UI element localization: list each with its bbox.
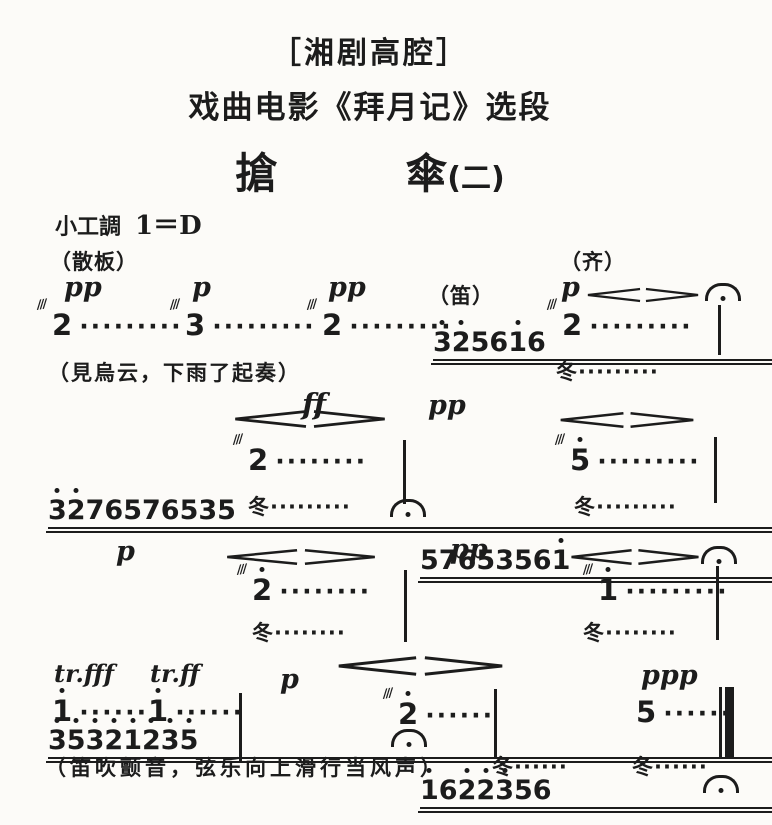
bar-line [403,440,406,504]
note-sustain: /// 2········· [546,296,693,342]
duration-dots: ········ [275,447,368,476]
note-sustain: /// 2······ [382,685,495,731]
drum-syllable: 冬········· [248,495,351,519]
piece-title-char-1: 搶 [235,149,278,198]
note-number: 2 [322,308,343,342]
drum-syllable: 冬········· [574,495,677,519]
duration-dots: ········· [212,312,316,341]
tempo-label-sanban: （散板） [50,250,138,274]
duration-dots: ······ [175,698,245,727]
fermata-icon [701,546,737,564]
note-sustain: /// 2········· [36,296,183,342]
ensemble-label-qi: （齐） [560,250,626,274]
dynamic-p: p [280,664,299,695]
duration-dots: ······ [425,701,495,730]
tremolo-mark: /// [231,431,243,447]
note-number: 2 [398,697,419,731]
final-bar-thick [725,687,734,759]
fermata-icon [703,775,739,793]
trill-label: tr.fff [54,659,115,688]
tremolo-mark: /// [305,296,317,312]
note-run: 35321235 [46,727,772,763]
dynamic-pp: pp [450,534,488,565]
note-run: 57653561 [418,547,772,583]
final-bar-line [719,687,734,759]
duration-dots: ········· [597,447,701,476]
drum-syllable: 冬········ [252,621,346,645]
bar-line [404,570,407,642]
flute-label: （笛） [428,284,494,308]
note-number: 2 [252,573,273,607]
note-sustain: 1······ [52,697,148,726]
tremolo-mark: /// [581,561,593,577]
genre-label: ［湘剧高腔］ [271,36,469,71]
piece-title: 搶 傘(二) [0,140,740,201]
piece-title-number: (二) [447,161,505,196]
note-run: 325616 [431,329,772,365]
note-number: 3 [185,308,206,342]
note-number: 1 [52,694,73,728]
tremolo-mark: /// [553,431,565,447]
note-sustain: /// 2········ [236,561,372,607]
note-number: 2 [248,443,269,477]
crescendo-decrescendo-hairpin [571,549,699,565]
drum-syllable: 冬······ [492,755,568,779]
performance-caption: （笛吹颤音，弦乐向上滑行当风声） [45,756,445,780]
duration-dots: ········ [279,577,372,606]
tremolo-mark: /// [381,685,393,701]
tremolo-mark: /// [168,296,180,312]
tremolo-mark: /// [545,296,557,312]
key-value: 1＝D [135,211,202,241]
note-number: 1 [148,694,169,728]
note-sustain: /// 5········· [554,431,701,477]
note-number: 2 [562,308,583,342]
note-sustain: 5······ [636,698,732,727]
note-number: 5 [570,443,591,477]
duration-dots: ········· [625,577,729,606]
trill-label: tr.ff [150,659,200,688]
note-number: 2 [52,308,73,342]
duration-dots: ········· [589,312,693,341]
piece-title-char-2: 傘 [405,149,448,198]
dynamic-pp: pp [64,272,102,303]
dynamic-ppp: ppp [641,660,698,691]
note-number: 1 [598,573,619,607]
bar-line [716,566,719,640]
bar-line [239,693,242,761]
crescendo-decrescendo-hairpin [338,656,503,676]
crescendo-decrescendo-hairpin [587,287,699,303]
tremolo-mark: /// [235,561,247,577]
fermata-icon [705,283,741,301]
bar-line [718,305,721,355]
bar-line [494,689,497,757]
note-sustain: /// 2········ [232,431,368,477]
drum-syllable: 冬········ [583,621,677,645]
dynamic-p: p [192,272,211,303]
crescendo-decrescendo-hairpin [235,410,385,428]
key-signature: 小工調 1＝D [55,205,202,242]
duration-dots: ······ [79,698,149,727]
crescendo-decrescendo-hairpin [560,412,694,428]
fermata-icon [390,499,426,517]
note-run: 1622356 [418,777,772,813]
drum-syllable: 冬········· [556,360,659,384]
note-sustain: /// 1········· [582,561,729,607]
dynamic-p: p [116,536,135,567]
note-sustain: /// 3········· [169,296,316,342]
crescendo-decrescendo-hairpin [227,549,375,565]
dynamic-pp: pp [328,272,366,303]
drum-syllable: 冬······ [632,755,708,779]
tremolo-mark: /// [35,296,47,312]
dynamic-p: p [561,272,580,303]
note-sustain: 1······ [148,697,244,726]
performance-caption: （見烏云，下雨了起奏） [48,361,301,385]
note-number: 5 [636,695,657,729]
dynamic-pp: pp [428,390,466,421]
film-source-title: 戏曲电影《拜月记》选段 [188,90,552,126]
duration-dots: ········· [79,312,183,341]
note-run: 3276576535 [46,497,772,533]
bar-line [714,437,717,503]
final-bar-thin [719,687,722,759]
key-mode-label: 小工調 [55,215,122,240]
